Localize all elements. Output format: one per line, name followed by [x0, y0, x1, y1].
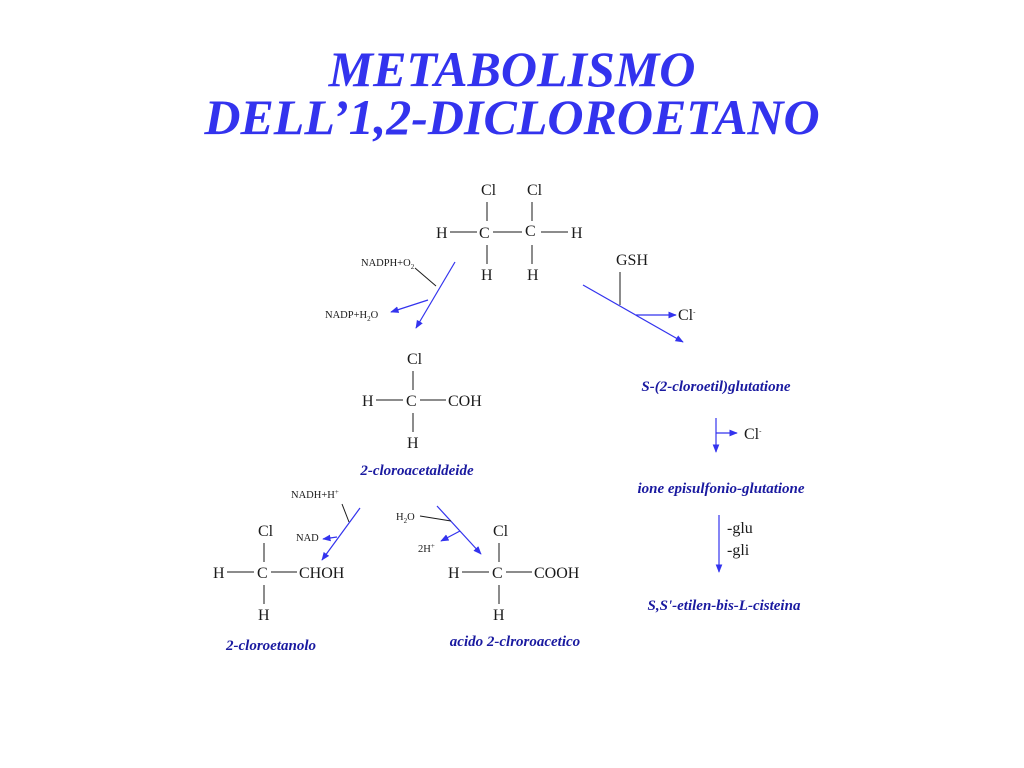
loss-glu: -glu [727, 520, 753, 537]
released-chloride-1: Cl- [678, 307, 696, 324]
acid-arrow [436, 505, 482, 555]
atom-cl-2: Cl [527, 182, 543, 199]
atom-h-right: H [571, 225, 583, 242]
reagent-in-tick [419, 515, 452, 522]
name-chloroacetaldehyde: 2-cloroacetaldeide [359, 463, 474, 479]
atom-h-bottom-2: H [527, 267, 539, 284]
reduction-arrow [321, 507, 361, 561]
reagent-out-arrow [440, 530, 461, 542]
group-cooh: COOH [534, 565, 580, 582]
name-episulfonium-ion: ione episulfonio-glutatione [637, 481, 804, 497]
atom-h-left: H [436, 225, 448, 242]
name-chloroethanol: 2-cloroetanolo [225, 638, 316, 654]
atom-cl: Cl [258, 523, 274, 540]
released-chloride-2: Cl- [744, 426, 762, 443]
reagent-out-arrow [390, 299, 429, 313]
title-line-2: DELL’1,2-DICLOROETANO [204, 89, 820, 145]
chloroacetic-acid-structure: Cl H C COOH H acido 2-clroroacetico [448, 523, 580, 650]
conjugation-step: GSH Cl- [582, 252, 696, 343]
atom-h-bottom-1: H [481, 267, 493, 284]
reagent-nadh: NADH+H+ [291, 488, 339, 501]
atom-cl: Cl [493, 523, 509, 540]
atom-c: C [406, 393, 417, 410]
group-choh: CHOH [299, 565, 345, 582]
reagent-nadp-h2o: NADP+H2O [325, 310, 379, 323]
reagent-nadph-o2: NADPH+O2 [361, 258, 415, 271]
oxidation-arrow [415, 261, 456, 329]
reagent-gsh: GSH [616, 252, 648, 269]
reagent-in-tick [414, 267, 437, 287]
atom-c-2: C [525, 223, 536, 240]
chloroacetaldehyde-structure: Cl H C COH H 2-cloroacetaldeide [359, 351, 482, 479]
atom-cl: Cl [407, 351, 423, 368]
loss-gli: -gli [727, 542, 750, 559]
title-line-1: METABOLISMO [328, 41, 696, 97]
group-coh: COH [448, 393, 482, 410]
conjugation-arrow [582, 284, 684, 343]
acid-step: H2O 2H+ [396, 505, 482, 555]
reagent-h2o: H2O [396, 512, 415, 525]
atom-c-1: C [479, 225, 490, 242]
atom-h-left: H [448, 565, 460, 582]
name-chloroacetic-acid: acido 2-clroroacetico [450, 634, 580, 650]
reagent-out-arrow [322, 534, 338, 542]
atom-h-left: H [362, 393, 374, 410]
name-s-chloroethyl-glutathione: S-(2-cloroetil)glutatione [641, 379, 791, 395]
atom-cl-1: Cl [481, 182, 497, 199]
reagent-2h: 2H+ [418, 542, 435, 555]
atom-h-bottom: H [493, 607, 505, 624]
reagent-in-tick [341, 503, 350, 523]
reagent-nad: NAD [296, 533, 319, 544]
atom-h-bottom: H [258, 607, 270, 624]
atom-c: C [492, 565, 503, 582]
atom-h-left: H [213, 565, 225, 582]
chloroethanol-structure: Cl H C CHOH H 2-cloroetanolo [213, 523, 345, 654]
atom-c: C [257, 565, 268, 582]
reduction-step: NADH+H+ NAD [291, 488, 361, 561]
atom-h-bottom: H [407, 435, 419, 452]
glutathione-pathway: S-(2-cloroetil)glutatione Cl- ione episu… [637, 379, 804, 614]
name-etilen-bis-cysteine: S,S'-etilen-bis-L-cisteina [648, 598, 801, 614]
oxidation-step: NADPH+O2 NADP+H2O [325, 258, 456, 329]
dichloroethane-structure: Cl Cl H C C H H H [436, 182, 583, 284]
